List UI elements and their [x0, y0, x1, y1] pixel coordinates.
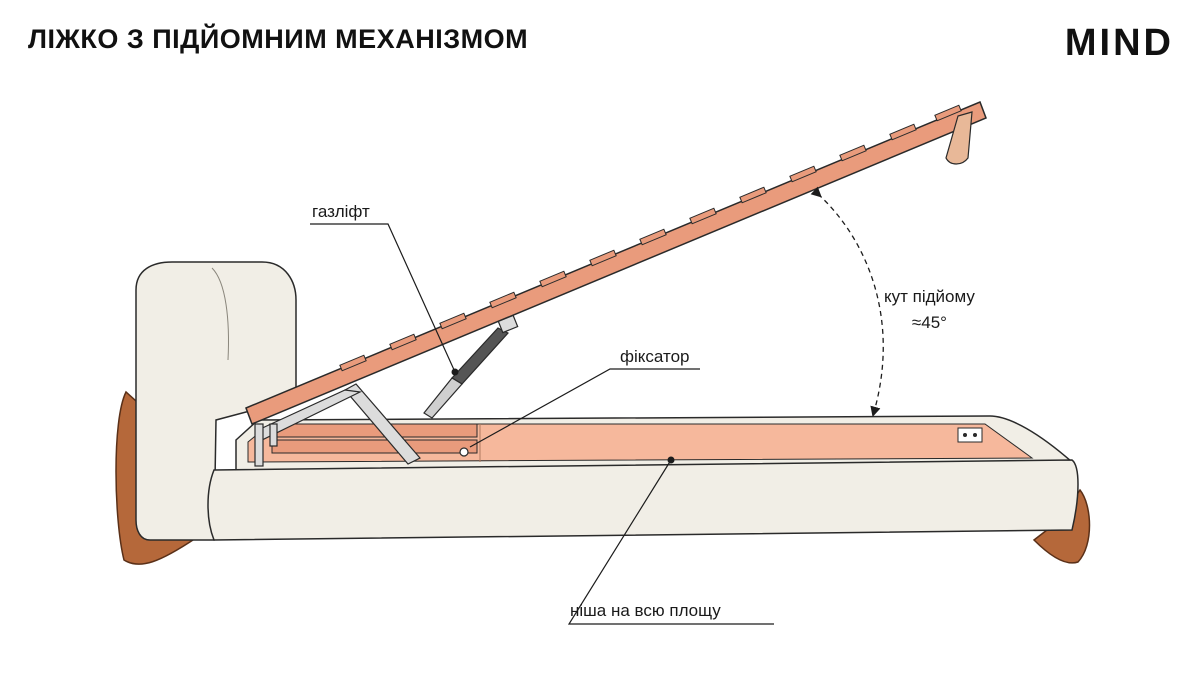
bracket-hole-2: [973, 433, 977, 437]
corner-bracket: [957, 427, 983, 443]
lift-mechanism: [254, 383, 421, 467]
niche-leader: [567, 459, 774, 625]
latch-bolt: [459, 447, 469, 457]
latch-label: фіксатор: [620, 347, 690, 366]
bracket-hole-1: [963, 433, 967, 437]
headboard-inner-edge: [211, 267, 229, 361]
gas-lift-label: газліфт: [312, 202, 370, 221]
niche-dot: [667, 456, 675, 464]
side-bar-1: [271, 423, 478, 438]
latch-leader: [469, 368, 700, 448]
gas-lift-leader: [310, 223, 456, 373]
callout-lines: [310, 223, 774, 625]
lift-angle-arc: [810, 186, 884, 418]
lift-strap: [945, 111, 973, 165]
storage-niche-label: ніша на всю площу: [570, 601, 721, 620]
side-bar-2: [271, 439, 478, 454]
lift-angle-label: кут підйому ≈45°: [884, 284, 975, 336]
lifted-frame: [245, 101, 987, 425]
lift-angle-title: кут підйому: [884, 287, 975, 306]
gas-lift-strut: [423, 314, 519, 419]
bed-base-front-rail: [207, 459, 1079, 541]
brand-logo: MIND: [1064, 22, 1174, 64]
page-title: ЛІЖКО З ПІДЙОМНИМ МЕХАНІЗМОМ: [28, 24, 529, 54]
frame-slats: [339, 104, 962, 372]
gas-lift-dot: [451, 368, 459, 376]
lift-angle-value: ≈45°: [911, 313, 947, 332]
